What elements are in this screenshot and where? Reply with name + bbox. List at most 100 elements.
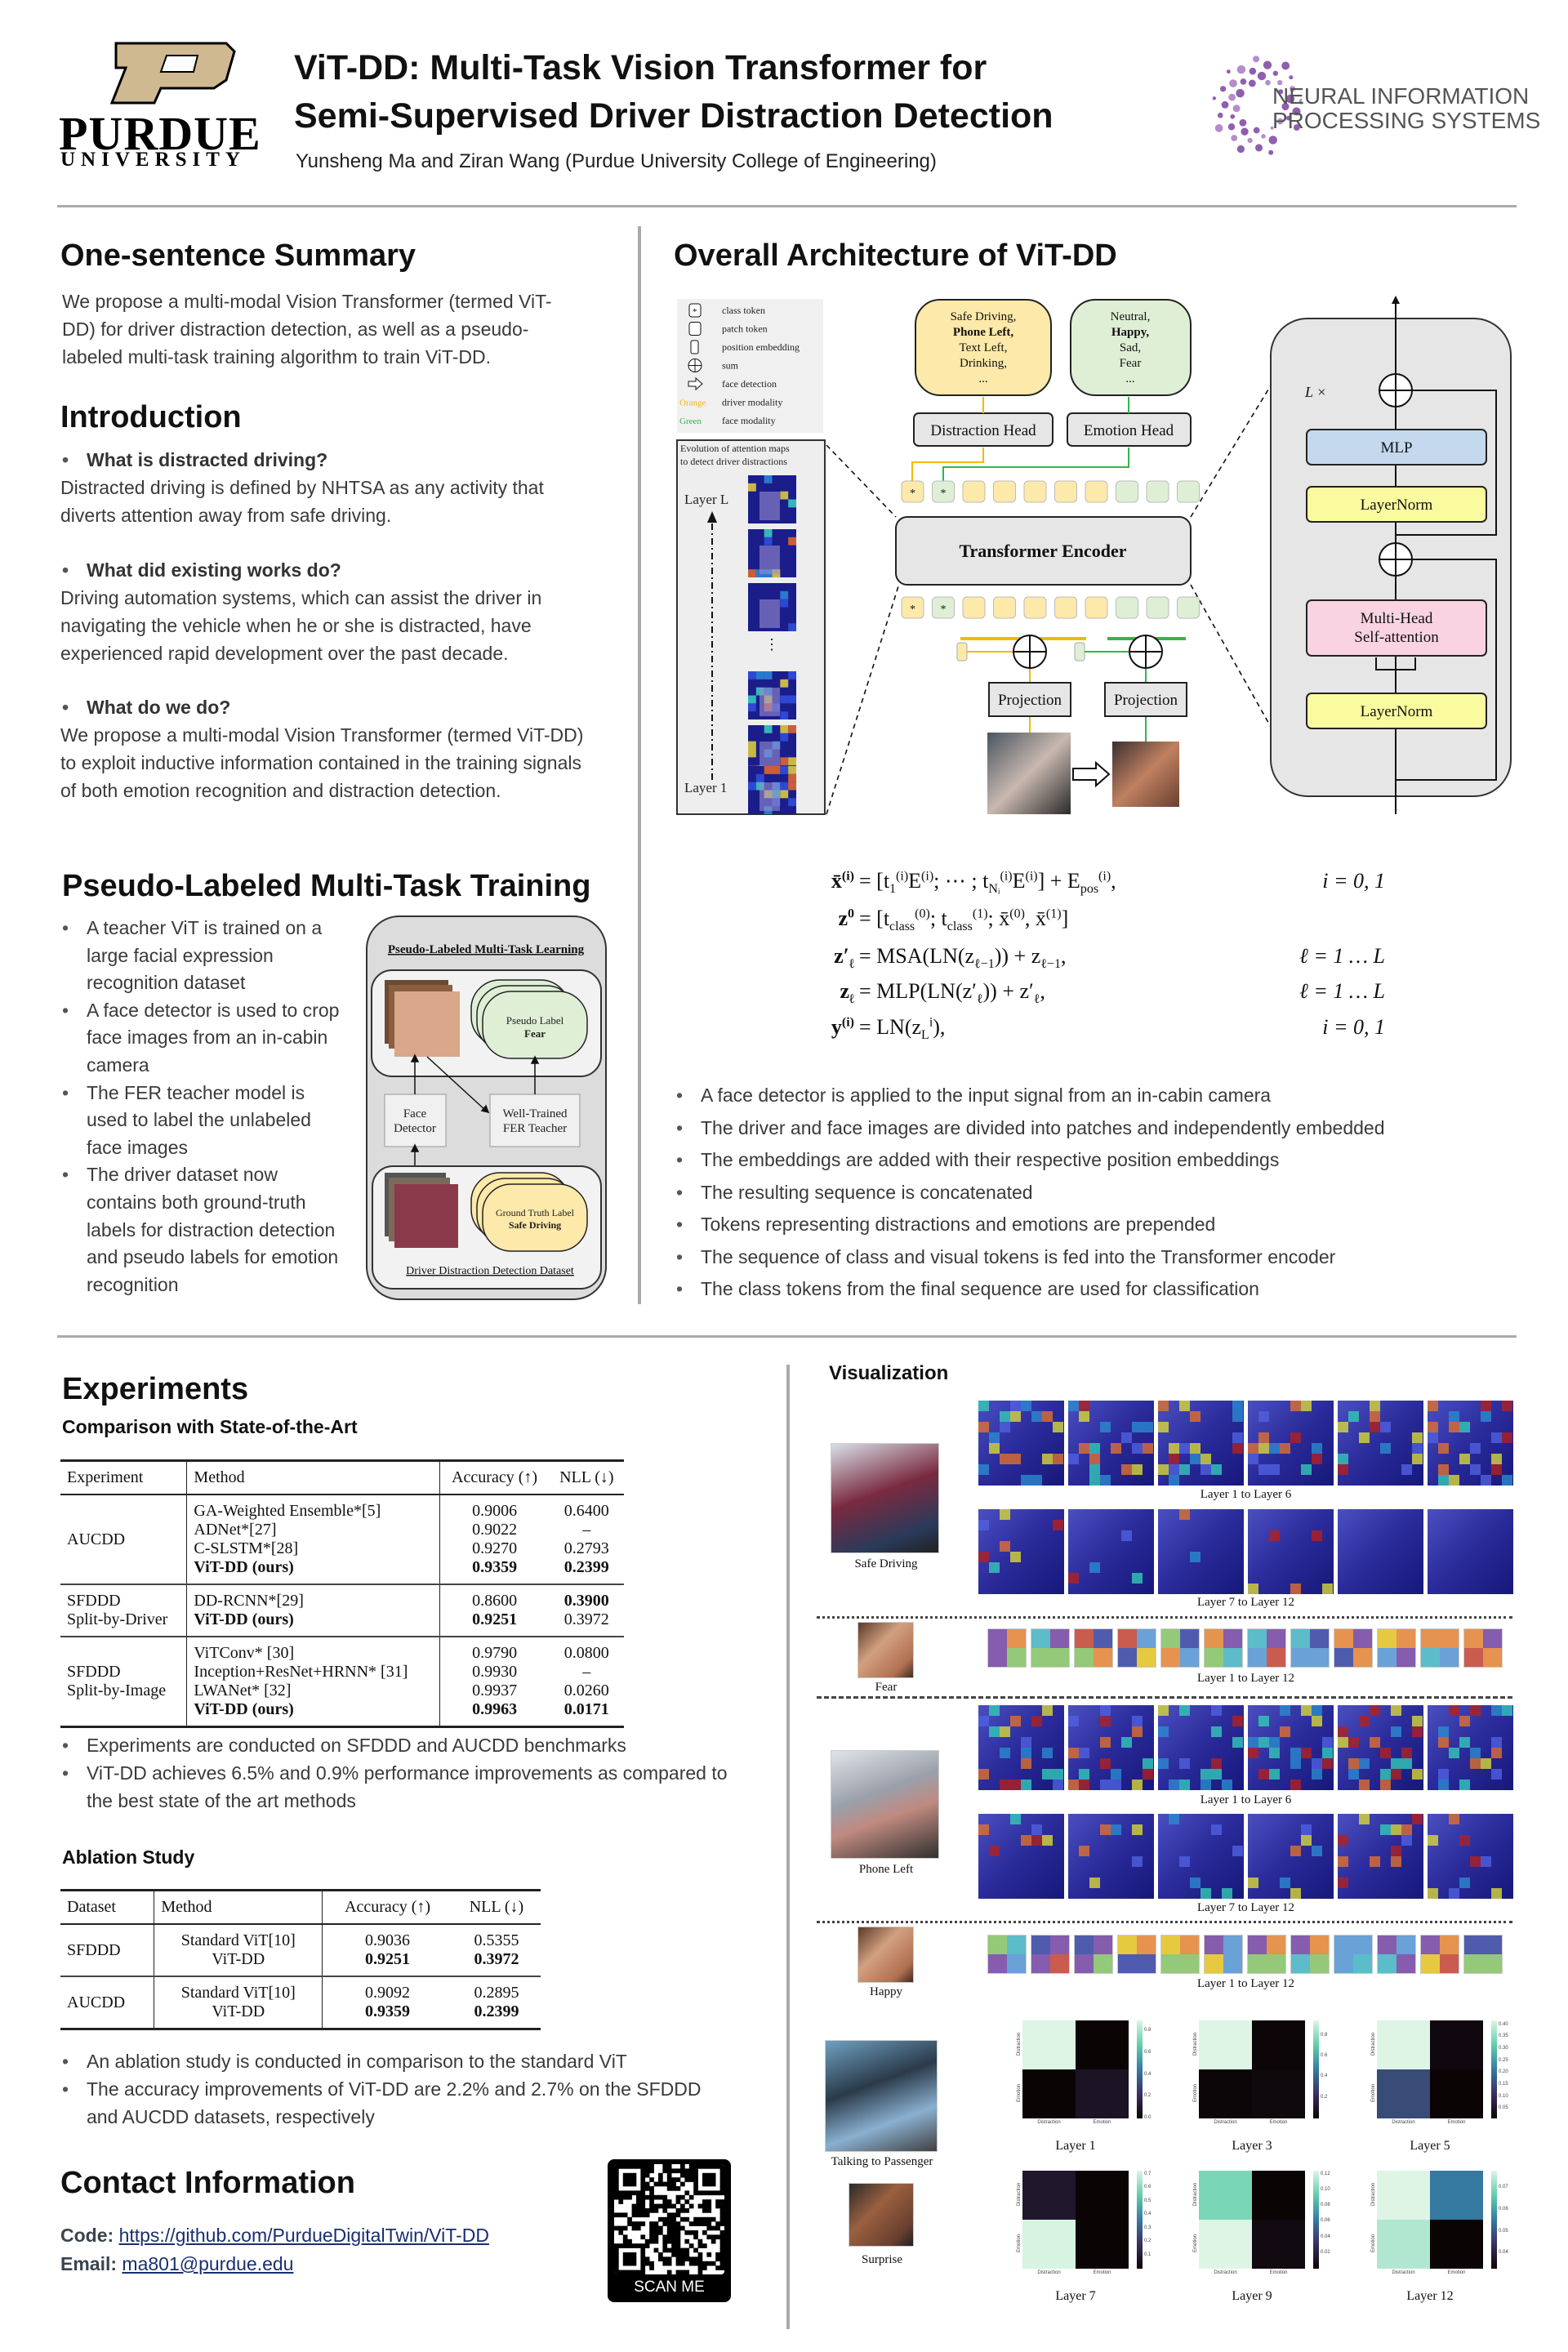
mlp-block: MLP — [1380, 439, 1412, 457]
teacher-label-1: Well-Trained — [502, 1107, 568, 1120]
y-tick-label: Distraction — [1193, 2032, 1198, 2056]
attention-map — [1338, 1814, 1423, 1899]
attention-map — [1158, 1509, 1244, 1594]
distraction-head: Distraction Head — [930, 422, 1036, 439]
math-token: 1 — [889, 882, 897, 897]
logo-dot — [1221, 100, 1229, 109]
authors: Yunsheng Ma and Ziran Wang (Purdue Unive… — [296, 150, 937, 172]
heatmap-cell — [1076, 2069, 1129, 2118]
intro-question-3-wrap: What do we do? — [60, 693, 599, 721]
colorbar-tick: 0.02 — [1321, 2249, 1330, 2255]
math-token: (i) — [1098, 869, 1111, 884]
attention-map — [1428, 1509, 1513, 1594]
projection-driver: Projection — [998, 692, 1062, 709]
cell-nll: 0.3972 — [550, 1610, 624, 1637]
logo-dot — [1239, 118, 1247, 127]
bullet-item: Experiments are conducted on SFDDD and A… — [60, 1731, 730, 1759]
cell-text: 0.9270 — [472, 1539, 518, 1557]
y-tick-label: Emotion — [1193, 2084, 1198, 2103]
happy-face-image — [858, 1927, 914, 1983]
cell-text: ViT-DD — [212, 1950, 265, 1968]
cell-nll: 0.6400 — [550, 1494, 624, 1521]
x-tick-label: Distraction — [1392, 2120, 1415, 2125]
logo-dot — [1254, 144, 1263, 152]
logo-dot — [1257, 71, 1267, 81]
heatmap-cell — [1199, 2020, 1252, 2069]
intro-answer-1: Distracted driving is defined by NHTSA a… — [60, 477, 544, 526]
class-label: Sad, — [1120, 341, 1141, 354]
logo-dot — [1217, 112, 1223, 118]
cell-acc: 0.9251 — [322, 1950, 452, 1976]
cell-acc: 0.9022 — [439, 1521, 550, 1539]
class-label: ... — [1125, 372, 1134, 385]
column-header: Dataset — [67, 1898, 116, 1916]
patch-token — [1177, 596, 1200, 619]
row-divider — [817, 1696, 1512, 1699]
group-name-line: Split-by-Driver — [67, 1610, 168, 1628]
sum-icon — [1129, 635, 1163, 669]
emotion-attention-map — [1117, 1935, 1156, 1974]
legend-label: face modality — [722, 415, 776, 426]
colorbar-tick: 0.05 — [1499, 2228, 1508, 2234]
attention-map — [1248, 1705, 1334, 1790]
cell-text: Standard ViT[10] — [180, 1931, 296, 1949]
x-tick-label: Emotion — [1447, 2270, 1466, 2275]
pseudo-bullet: The FER teacher model is used to label t… — [60, 1080, 342, 1162]
patch-token — [962, 480, 986, 503]
cell-acc: 0.9251 — [439, 1610, 550, 1637]
emotion-attention-map — [1290, 1935, 1330, 1974]
attention-map — [1158, 1705, 1244, 1790]
face-detector-label-1: Face — [403, 1107, 427, 1120]
email-link[interactable]: ma801@purdue.edu — [122, 2253, 294, 2274]
cell-text: Standard ViT[10] — [180, 1984, 296, 2002]
legend-sum-icon — [688, 359, 702, 372]
bullet-item: The accuracy improvements of ViT-DD are … — [60, 2075, 730, 2131]
cell-method: C-SLSTM*[28] — [186, 1539, 440, 1558]
cell-method: ViTConv* [30] — [186, 1637, 440, 1663]
math-token: ℓ — [849, 957, 854, 972]
intro-question-2: What did existing works do? — [60, 556, 599, 584]
attention-map — [1248, 1509, 1334, 1594]
face-detector-label-2: Detector — [394, 1122, 436, 1135]
colorbar-tick: 0.30 — [1499, 2046, 1508, 2051]
math-token: )) + z — [994, 944, 1041, 968]
sota-heading: Comparison with State-of-the-Art — [62, 1416, 358, 1437]
pseudo-heading: Pseudo-Labeled Multi-Task Training — [62, 869, 591, 903]
colorbar-tick: 0.6 — [1144, 2185, 1152, 2190]
cell-method: Standard ViT[10] — [154, 1976, 323, 2002]
cell-acc: 0.9036 — [322, 1924, 452, 1950]
colorbar-tick: 0.0 — [1144, 2115, 1152, 2120]
equation-lhs: x̄(i) — [831, 869, 854, 893]
emotion-attention-map — [1420, 1628, 1459, 1668]
math-token: y — [831, 1015, 842, 1039]
class-token-star: * — [910, 604, 915, 616]
y-tick-label: Emotion — [1371, 2084, 1376, 2103]
logo-dot — [1232, 105, 1241, 113]
cell-text: 0.9251 — [472, 1610, 518, 1628]
mhsa-line-2: Self-attention — [1354, 629, 1439, 646]
cell-text: – — [582, 1521, 591, 1539]
colorbar-tick: 0.1 — [1144, 2252, 1152, 2257]
logo-dot — [1253, 56, 1260, 63]
cell-text: ADNet*[27] — [194, 1521, 277, 1539]
colorbar-tick: 0.08 — [1321, 2203, 1330, 2208]
code-link[interactable]: https://github.com/PurdueDigitalTwin/ViT… — [118, 2225, 489, 2246]
math-token: ℓ−1 — [974, 957, 995, 972]
math-token: = [t — [859, 906, 890, 930]
legend-face-detection-icon — [688, 376, 703, 391]
qr-code[interactable]: SCAN ME — [608, 2159, 731, 2302]
legend-label: position embedding — [722, 341, 800, 353]
attention-map-thumbnail — [748, 766, 796, 814]
cell-acc: 0.9092 — [322, 1976, 452, 2002]
patch-token — [993, 480, 1016, 503]
patch-token — [1146, 596, 1169, 619]
cell-text: DD-RCNN*[29] — [194, 1592, 304, 1610]
fear-face-image — [858, 1622, 914, 1678]
logo-dot — [1261, 134, 1266, 139]
x-tick-label: Emotion — [1269, 2120, 1288, 2125]
equation-rhs: = [t1(i)E(i); ⋯ ; tNᵢ(i)E(i)] + Epos(i), — [859, 869, 1116, 897]
logo-dot — [1228, 93, 1236, 101]
math-token: (i) — [896, 869, 909, 884]
